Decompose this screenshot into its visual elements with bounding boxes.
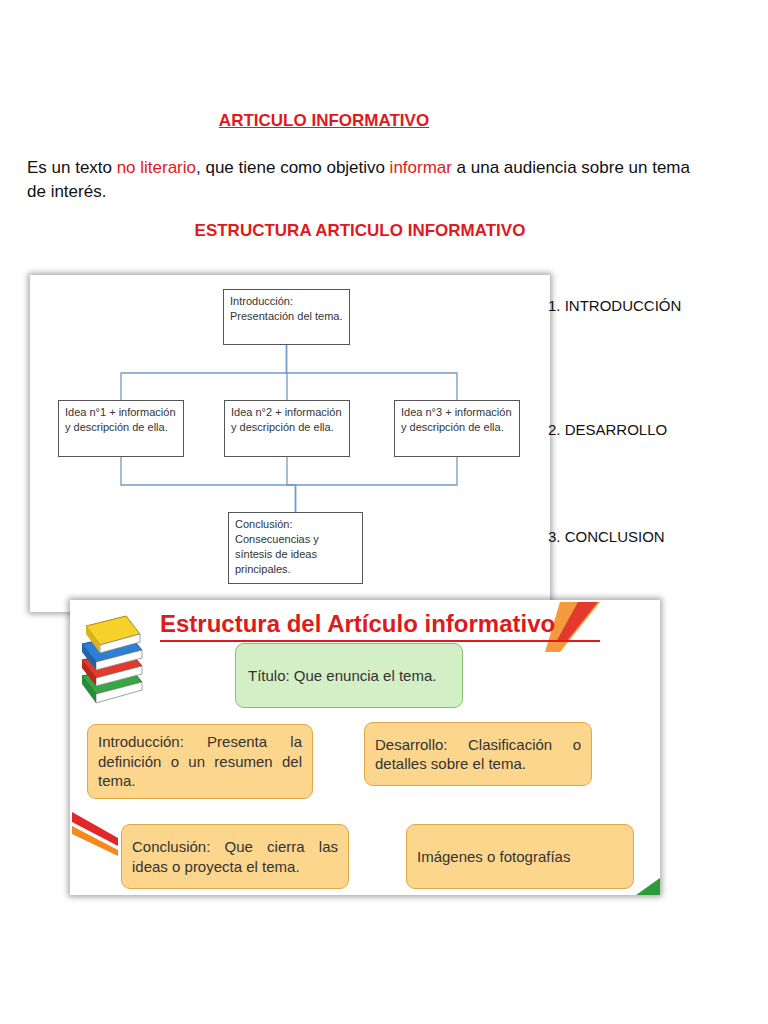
- tree-connector: [121, 457, 296, 512]
- intro-box: Introducción: Presentación del tema.: [223, 289, 350, 345]
- box-text: Título: Que enuncia el tema.: [248, 666, 450, 686]
- corner-triangle: [636, 878, 660, 895]
- box-text: Idea n°1 + información y descripción de …: [65, 405, 177, 435]
- box-text-group: Conclusión: Consecuencias y síntesis de …: [235, 517, 356, 576]
- box-text-group: Idea n°1 + información y descripción de …: [65, 405, 177, 435]
- highlight-word: no literario: [117, 158, 196, 177]
- box-text-group: Idea n°3 + información y descripción de …: [401, 405, 513, 435]
- box-text-group: Conclusión: Que cierra las ideas o proye…: [132, 837, 338, 876]
- intro-box: Introducción: Presenta la definición o u…: [87, 724, 313, 799]
- idea-box: Idea n°3 + información y descripción de …: [394, 400, 520, 457]
- box-text-group: Título: Que enuncia el tema.: [248, 666, 450, 686]
- box-text: Introducción: Presentación del tema.: [230, 294, 343, 324]
- part-label: 1. INTRODUCCIÓN: [548, 297, 681, 314]
- development-box: Desarrollo: Clasificación o detalles sob…: [364, 722, 592, 786]
- box-text: Introducción: Presenta la definición o u…: [98, 732, 302, 791]
- box-text: Conclusión: Que cierra las ideas o proye…: [132, 837, 338, 876]
- box-text-group: Introducción: Presentación del tema.: [230, 294, 343, 324]
- box-text-group: Imágenes o fotografías: [417, 847, 623, 867]
- box-text: Imágenes o fotografías: [417, 847, 623, 867]
- box-text: Idea n°2 + información y descripción de …: [231, 405, 343, 435]
- title-box: Título: Que enuncia el tema.: [235, 643, 463, 708]
- pencil-stripe: [72, 826, 118, 856]
- box-text: Desarrollo: Clasificación o detalles sob…: [375, 735, 581, 774]
- tree-connector: [287, 345, 458, 400]
- intro-paragraph: Es un texto no literario, que tiene como …: [27, 156, 707, 204]
- box-text-group: Desarrollo: Clasificación o detalles sob…: [375, 735, 581, 774]
- conclusion-box: Conclusión: Que cierra las ideas o proye…: [121, 824, 349, 889]
- books-icon: [82, 616, 142, 703]
- box-text: Conclusión: Consecuencias y síntesis de …: [235, 517, 356, 576]
- paragraph-text: Es un texto: [27, 158, 112, 177]
- page-title: ARTICULO INFORMATIVO: [0, 111, 648, 131]
- part-label: 2. DESARROLLO: [548, 421, 667, 438]
- part-label: 3. CONCLUSION: [548, 528, 665, 545]
- tree-connector: [287, 457, 296, 512]
- conclusion-box: Conclusión: Consecuencias y síntesis de …: [228, 512, 363, 584]
- highlight-word: informar: [390, 158, 452, 177]
- box-text-group: Idea n°2 + información y descripción de …: [231, 405, 343, 435]
- idea-box: Idea n°2 + información y descripción de …: [224, 400, 350, 457]
- panel-heading: Estructura del Artículo informativo: [160, 610, 600, 642]
- tree-connector: [296, 457, 458, 512]
- images-box: Imágenes o fotografías: [406, 824, 634, 889]
- section-heading: ESTRUCTURA ARTICULO INFORMATIVO: [0, 221, 720, 241]
- box-text: Idea n°3 + información y descripción de …: [401, 405, 513, 435]
- box-text-group: Introducción: Presenta la definición o u…: [98, 732, 302, 791]
- pencil-stripe: [556, 602, 598, 642]
- tree-connector: [121, 345, 287, 400]
- idea-box: Idea n°1 + información y descripción de …: [58, 400, 184, 457]
- paragraph-text: , que tiene como objetivo: [196, 158, 385, 177]
